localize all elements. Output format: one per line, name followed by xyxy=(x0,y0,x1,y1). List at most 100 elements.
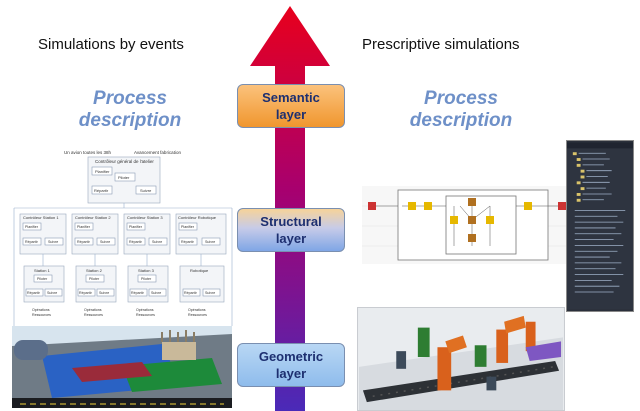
process-workflow-diagram xyxy=(362,186,574,264)
suivre-box xyxy=(135,185,157,195)
semantic-layer-box: Semantic layer xyxy=(237,84,345,128)
robotics-bottom-repartir-box xyxy=(182,288,201,297)
geometric-layer-label: Geometric xyxy=(258,349,324,364)
flowchart-caption-left: Un avion toutes les 38h xyxy=(64,150,112,155)
station-3-suivre-label: Suivre xyxy=(152,240,162,244)
station-controller-1 xyxy=(19,213,67,255)
factory-3d-render xyxy=(12,326,232,408)
station-3-bottom-suivre-label: Suivre xyxy=(151,291,161,295)
footer-ressources: Ressources xyxy=(188,313,207,317)
station-controller-2 xyxy=(71,213,119,255)
station-2-repartir-label: Répartir xyxy=(77,240,91,244)
process-word: Process xyxy=(424,88,498,109)
station-3-bottom-repartir-label: Répartir xyxy=(131,291,145,295)
station-1-title: Station 1 xyxy=(34,268,51,273)
repartir-label: Répartir xyxy=(94,188,109,193)
structural-layer-sublabel: layer xyxy=(275,231,307,246)
station-controllers: Contrôleur Station 1 Planifier Répartir … xyxy=(19,213,227,255)
station-1-bottom-suivre-box xyxy=(44,288,63,297)
station-1-suivre-label: Suivre xyxy=(48,240,58,244)
station-1-repartir-box xyxy=(22,237,42,246)
footer-operations: Opérations xyxy=(32,308,50,312)
station-2-repartir-box xyxy=(74,237,94,246)
robotics-controller xyxy=(175,213,227,255)
station-controller-1-title: Contrôleur Station 1 xyxy=(23,215,59,220)
station-2-piloter-label: Piloter xyxy=(89,277,100,281)
station-1-bottom-repartir-box xyxy=(25,288,44,297)
station-2-bottom-suivre-label: Suivre xyxy=(99,291,109,295)
station-1-bottom-suivre-label: Suivre xyxy=(47,291,57,295)
robotics-bottom-suivre-label: Suivre xyxy=(205,291,215,295)
footer-operations: Opérations xyxy=(84,308,102,312)
robotic-cell-3d-render xyxy=(357,307,565,411)
control-hierarchy-flowchart: .t { font-family: "Liberation Sans", san… xyxy=(13,150,233,326)
flowchart-caption-right: Avancement fabrication xyxy=(134,150,181,155)
station-1-piloter-label: Piloter xyxy=(37,277,48,281)
station-1-repartir-label: Répartir xyxy=(25,240,39,244)
structural-layer-label: Structural xyxy=(260,214,322,229)
heading-left: Simulations by events xyxy=(38,36,184,53)
station-3-repartir-label: Répartir xyxy=(129,240,143,244)
piloter-label: Piloter xyxy=(118,175,130,180)
robotics-bottom-suivre-box xyxy=(202,288,221,297)
station-3-planifier-box xyxy=(126,222,146,231)
geometric-layer-box: Geometric layer xyxy=(237,343,345,387)
geometric-layer-sublabel: layer xyxy=(275,366,307,381)
footer-operations: Opérations xyxy=(188,308,206,312)
station-3-repartir-box xyxy=(126,237,146,246)
station-3-suivre-box xyxy=(148,237,168,246)
station-controller-2-title: Contrôleur Station 2 xyxy=(75,215,111,220)
station-2-bottom-repartir-label: Répartir xyxy=(79,291,93,295)
station-2-bottom-suivre-box xyxy=(96,288,115,297)
robotics-planifier-box xyxy=(178,222,198,231)
station-1-bottom-repartir-label: Répartir xyxy=(27,291,41,295)
general-controller-title: Contrôleur général de l'atelier xyxy=(95,159,154,164)
station-2-title: Station 2 xyxy=(86,268,103,273)
station-3-planifier-label: Planifier xyxy=(129,225,143,229)
description-word: description xyxy=(78,110,182,131)
station-1-planifier-box xyxy=(22,222,42,231)
footer-ressources: Ressources xyxy=(84,313,103,317)
robotics-bottom-repartir-label: Répartir xyxy=(184,291,198,295)
station-controller-3 xyxy=(123,213,171,255)
repartir-box xyxy=(91,185,113,195)
process-description-left: Process description xyxy=(62,88,198,132)
piloter-box xyxy=(114,172,136,182)
station-2-suivre-box xyxy=(96,237,116,246)
station-2-piloter-box xyxy=(85,274,105,283)
station-1-planifier-label: Planifier xyxy=(25,225,39,229)
station-3-piloter-label: Piloter xyxy=(141,277,152,281)
robotics-repartir-box xyxy=(178,237,198,246)
footer-ressources: Ressources xyxy=(136,313,155,317)
planifier-box xyxy=(91,166,113,176)
station-controller-3-title: Contrôleur Station 3 xyxy=(127,215,163,220)
stations: Station 1 Piloter Répartir Suivre Statio… xyxy=(23,265,225,303)
footer-ressources: Ressources xyxy=(32,313,51,317)
station-3-bottom-repartir-box xyxy=(129,288,148,297)
heading-right: Prescriptive simulations xyxy=(362,36,520,53)
semantic-layer-sublabel: layer xyxy=(275,107,307,122)
process-word: Process xyxy=(93,88,167,109)
suivre-label: Suivre xyxy=(140,188,152,193)
station-2-suivre-label: Suivre xyxy=(100,240,110,244)
structural-layer-box: Structural layer xyxy=(237,208,345,252)
robotics-controller-title: Contrôleur Robotique xyxy=(178,215,217,220)
robotics-suivre-label: Suivre xyxy=(205,240,215,244)
catalog-tree-panel xyxy=(566,140,634,312)
station-3-title: Station 3 xyxy=(138,268,155,273)
process-description-right: Process description xyxy=(393,88,529,132)
robotics-repartir-label: Répartir xyxy=(181,240,195,244)
station-1-suivre-box xyxy=(44,237,64,246)
station-1-piloter-box xyxy=(33,274,53,283)
station-2-planifier-box xyxy=(74,222,94,231)
semantic-layer-label: Semantic xyxy=(262,90,320,105)
planifier-label: Planifier xyxy=(95,169,110,174)
station-3-bottom-suivre-box xyxy=(148,288,167,297)
station-3-piloter-box xyxy=(137,274,157,283)
robotics-planifier-label: Planifier xyxy=(181,225,195,229)
description-word: description xyxy=(409,110,513,131)
robotics-station-title: Robotique xyxy=(190,268,209,273)
robotics-suivre-box xyxy=(201,237,221,246)
footer-operations: Opérations xyxy=(136,308,154,312)
station-2-bottom-repartir-box xyxy=(77,288,96,297)
